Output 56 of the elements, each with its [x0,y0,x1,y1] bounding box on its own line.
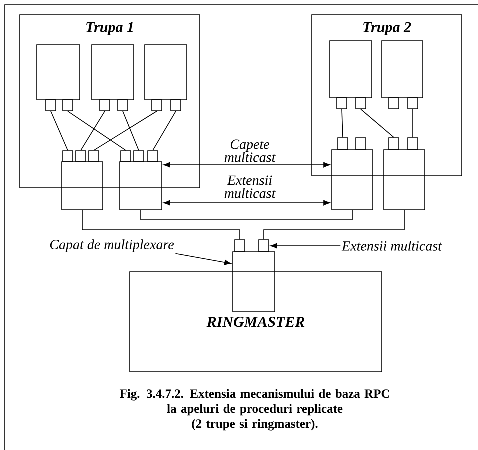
stub-box [232,252,276,312]
port-box [88,150,100,162]
connector-line [342,109,344,138]
ringmaster-box: RINGMASTER [130,272,382,372]
port-box [152,100,162,112]
port-box [170,100,182,112]
connector-line [80,111,106,151]
server-box [382,40,424,98]
port-box [76,150,86,162]
port-box [62,100,74,112]
port-box [148,150,158,162]
connector-line [82,210,240,240]
annotation-text: Extensii multicast [342,241,442,251]
connector-line [264,210,405,240]
port-box [338,138,348,150]
arrow [164,162,330,168]
server-box [36,44,80,100]
arrow [270,243,342,249]
server-box [92,44,134,100]
stub-box [62,162,104,210]
port-box [336,98,348,110]
port-box [100,100,110,112]
connector-line [122,111,140,151]
caption: Fig. 3.4.7.2. Extensia mecanismului de baza RPC la apeluri de proceduri replicate (2 trupe si ringmaster). [120,389,390,431]
port-box [408,98,418,110]
arrow [164,200,330,206]
connector-line [50,111,68,151]
port-box [62,150,74,162]
port-box [118,100,128,112]
server-box [330,40,372,98]
port-box [388,138,400,150]
connector-line [94,111,158,151]
port-box [134,150,144,162]
annotation-text: Capat de multiplexare [50,240,174,252]
port-box [356,98,366,110]
edge-label: Capete multicast [215,138,285,164]
connector-line [152,111,176,151]
port-box [258,240,270,252]
port-box [120,150,132,162]
stub-box [120,162,162,210]
edge-label: Extensii multicast [215,174,285,200]
connector-line [412,109,414,138]
connector-line [140,210,353,220]
server-box [144,44,188,100]
port-box [234,240,246,252]
stub-box [332,150,374,210]
group-box: Trupa 2 [312,14,462,176]
connector-line [360,109,394,138]
port-box [388,98,400,110]
group-box: Trupa 1 [20,14,200,188]
connector-line [68,111,126,151]
arrow [175,253,232,266]
port-box [356,138,366,150]
port-box [46,100,56,112]
stub-box [384,150,426,210]
port-box [408,138,418,150]
